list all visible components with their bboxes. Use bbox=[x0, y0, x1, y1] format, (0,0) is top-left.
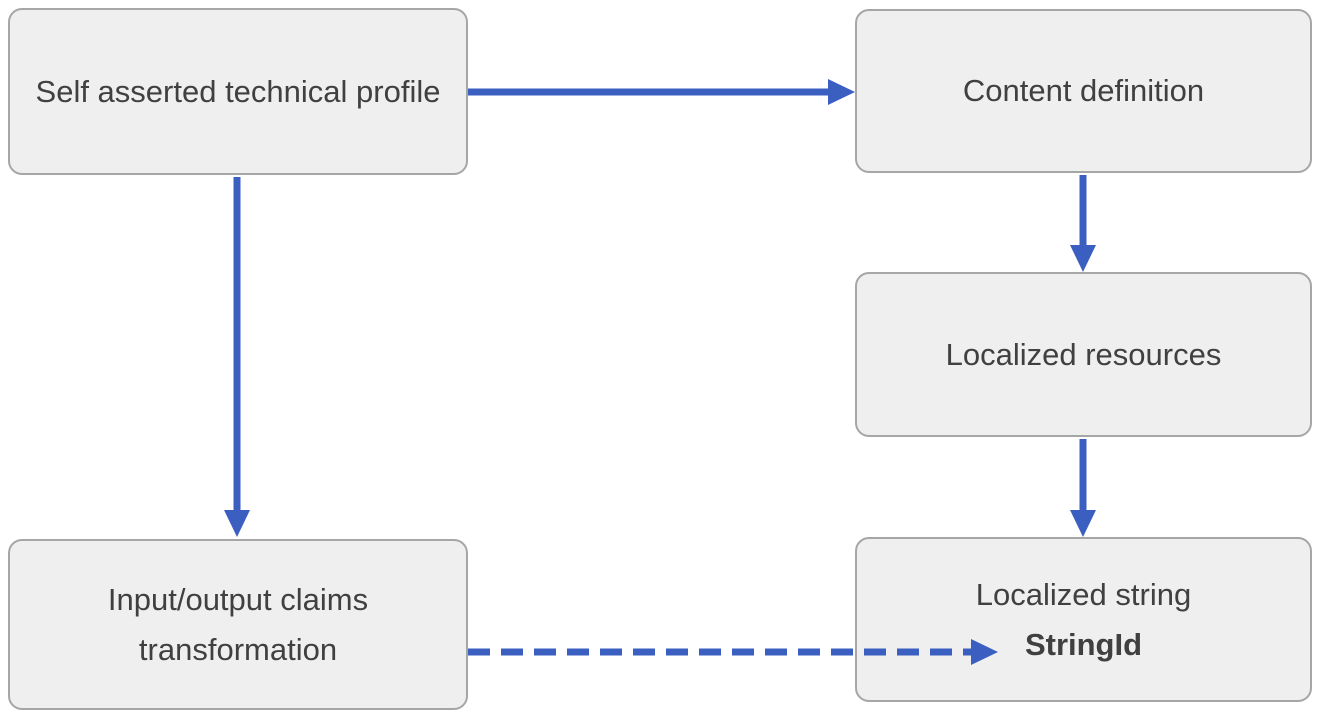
node-localized-resources: Localized resources bbox=[855, 272, 1312, 437]
node-label: Content definition bbox=[962, 73, 1205, 109]
arrow-self-asserted-to-claims-transformation bbox=[224, 177, 250, 537]
arrow-localized-resources-to-localized-string bbox=[1070, 439, 1096, 537]
node-label: Localized string bbox=[975, 576, 1192, 612]
arrow-content-definition-to-localized-resources bbox=[1070, 175, 1096, 272]
node-input-output-claims-transformation: Input/output claims transformation bbox=[8, 539, 468, 710]
node-label: Input/output claims transformation bbox=[107, 581, 369, 667]
arrow-self-asserted-to-content-definition bbox=[468, 79, 855, 105]
node-content-definition: Content definition bbox=[855, 9, 1312, 173]
node-label: Localized resources bbox=[945, 336, 1222, 372]
node-localized-string: Localized string StringId bbox=[855, 537, 1312, 702]
node-label: Self asserted technical profile bbox=[35, 73, 441, 109]
node-sublabel-stringid: StringId bbox=[1024, 626, 1143, 662]
node-self-asserted-technical-profile: Self asserted technical profile bbox=[8, 8, 468, 175]
